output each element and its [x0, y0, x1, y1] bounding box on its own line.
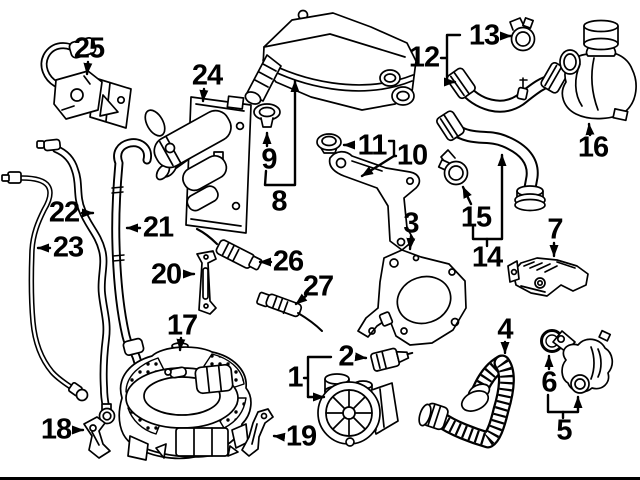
callout-23: 23 — [52, 231, 84, 264]
callout-20: 20 — [150, 258, 182, 291]
callout-15: 15 — [460, 201, 492, 234]
callout-2: 2 — [338, 340, 354, 373]
part-16-pump-housing — [559, 19, 637, 122]
callout-14: 14 — [471, 241, 503, 274]
part-2-sensor — [370, 347, 414, 372]
part-22-hose — [36, 138, 116, 425]
callout-22: 22 — [48, 196, 80, 229]
callout-7: 7 — [547, 213, 563, 246]
callout-16: 16 — [577, 131, 609, 164]
callout-27: 27 — [302, 270, 334, 303]
callout-4: 4 — [497, 313, 513, 346]
callout-9: 9 — [261, 143, 277, 176]
callout-5: 5 — [556, 414, 572, 447]
part-15-hose-clamp — [437, 149, 469, 186]
callout-18: 18 — [40, 413, 72, 446]
part-3-gasket-plate — [357, 249, 467, 346]
part-7-support-bracket — [507, 257, 589, 297]
part-8-air-filter-box — [244, 9, 417, 111]
callout-13: 13 — [468, 19, 500, 52]
callout-11: 11 — [357, 129, 388, 162]
leader-lines — [36, 31, 595, 442]
part-4-corrugated-hose — [418, 354, 515, 449]
callout-17: 17 — [166, 309, 198, 342]
part-27-oxygen-sensor — [256, 291, 323, 332]
callout-3: 3 — [403, 207, 419, 240]
part-9-grommet — [253, 103, 281, 128]
part-25-vacuum-valve — [40, 37, 132, 129]
leader-16 — [585, 122, 595, 137]
leader-5 — [546, 393, 583, 420]
part-19-bracket — [241, 408, 274, 457]
leader-27 — [294, 293, 308, 306]
part-5-combi-valve — [552, 329, 614, 394]
leader-3 — [406, 234, 416, 251]
leader-2 — [354, 352, 368, 362]
part-11-cap — [316, 133, 342, 154]
callout-8: 8 — [271, 185, 287, 218]
callout-25: 25 — [73, 32, 105, 65]
part-1-air-pump — [317, 373, 399, 447]
leader-10 — [360, 139, 398, 178]
callout-21: 21 — [142, 211, 174, 244]
leader-17 — [176, 336, 186, 352]
leader-19 — [272, 432, 286, 442]
leader-1 — [302, 355, 333, 402]
callout-1: 1 — [287, 361, 303, 394]
part-20-retaining-strip — [196, 250, 217, 315]
part-24-egr-valve-bracket — [144, 95, 252, 234]
part-12-hose — [446, 61, 570, 113]
leader-15 — [461, 185, 473, 206]
leader-8 — [263, 79, 300, 187]
leader-14 — [471, 153, 507, 248]
part-14-hose — [436, 110, 546, 212]
bottom-border — [0, 477, 640, 480]
callout-26: 26 — [272, 245, 304, 278]
part-26-oxygen-sensor — [195, 227, 263, 271]
part-23-metal-pipe — [1, 171, 89, 402]
callout-12: 12 — [408, 41, 440, 74]
callout-19: 19 — [285, 420, 317, 453]
callout-10: 10 — [396, 139, 428, 172]
part-10-bracket — [328, 150, 421, 251]
part-17-filter-canister — [118, 342, 252, 461]
part-18-bracket — [83, 416, 111, 459]
callout-24: 24 — [191, 59, 223, 92]
leader-24 — [199, 87, 209, 103]
part-13-hose-clamp — [509, 17, 536, 52]
leader-12 — [439, 33, 462, 87]
callout-6: 6 — [541, 366, 557, 399]
leader-25 — [83, 60, 93, 76]
